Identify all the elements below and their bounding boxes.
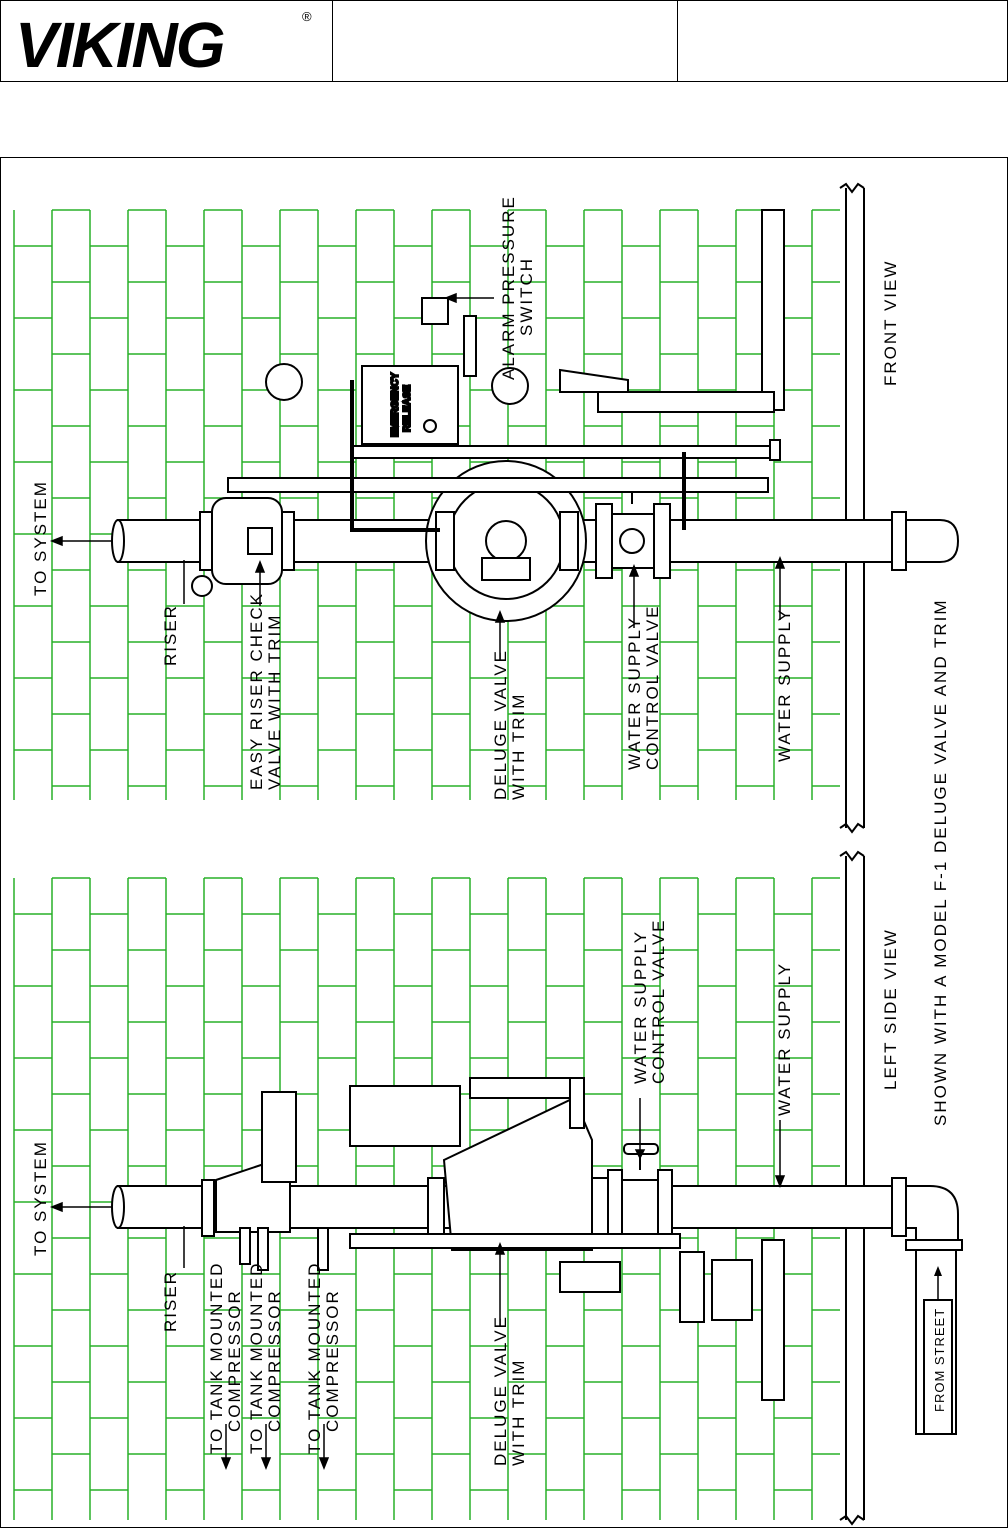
compressor-c-label-2: COMPRESSOR: [323, 1289, 342, 1432]
left-water-supply-label: WATER SUPPLY: [775, 962, 794, 1116]
alarm-pressure-label-1: ALARM PRESSURE: [499, 195, 518, 380]
left-water-supply-control-valve: [621, 1179, 659, 1235]
viking-logo: VIKING ®: [1, 1, 333, 81]
viking-logo-graphic: VIKING ®: [15, 9, 312, 81]
header-blank-panel: [332, 1, 678, 81]
riser-diagram: EMERGENCY RELEASE: [13, 182, 963, 1526]
label-arrows: [49, 292, 786, 1471]
compressor-b-label-1: TO TANK MOUNTED: [247, 1262, 266, 1454]
front-to-system-label: TO SYSTEM: [31, 480, 50, 596]
compressor-a-label-2: COMPRESSOR: [225, 1289, 244, 1432]
floor-lines: [839, 182, 865, 1526]
front-water-supply-label: WATER SUPPLY: [775, 608, 794, 762]
emergency-release-label-2: RELEASE: [402, 384, 413, 432]
front-gauge-right: [491, 367, 529, 405]
front-riser-flange: [891, 511, 907, 571]
registered-mark: ®: [302, 9, 312, 24]
front-deluge-label-2: WITH TRIM: [509, 693, 528, 800]
front-view-title: FRONT VIEW: [881, 260, 900, 386]
front-riser-top: [111, 519, 125, 563]
front-easy-riser-label-2: VALVE WITH TRIM: [265, 614, 284, 790]
left-emergency-release: [349, 1085, 461, 1147]
front-wscv-label-1: WATER SUPPLY: [625, 616, 644, 770]
front-trim-line-2: [351, 445, 773, 459]
left-view-equipment: [111, 1077, 963, 1435]
left-deluge-label-2: WITH TRIM: [509, 1359, 528, 1466]
left-wscv-label-1: WATER SUPPLY: [631, 930, 650, 1084]
left-drain-pipe: [761, 1239, 785, 1401]
left-riser-label: RISER: [161, 1270, 180, 1332]
front-view-equipment: EMERGENCY RELEASE: [111, 209, 960, 622]
water-drop-icon: [261, 35, 278, 61]
front-trim-line-1: [227, 477, 769, 493]
emergency-release-box: [361, 365, 459, 445]
left-to-system-label: TO SYSTEM: [31, 1140, 50, 1256]
from-street-label: FROM STREET: [932, 1308, 947, 1412]
front-riser-label: RISER: [161, 604, 180, 666]
alarm-pressure-switch: [421, 297, 449, 325]
left-view-title: LEFT SIDE VIEW: [881, 928, 900, 1090]
front-drain-pipe: [761, 209, 785, 411]
front-gauge-left: [265, 363, 303, 401]
compressor-b-label-2: COMPRESSOR: [265, 1289, 284, 1432]
diagram-caption: SHOWN WITH A MODEL F-1 DELUGE VALVE AND …: [931, 598, 950, 1126]
compressor-c-label-1: TO TANK MOUNTED: [305, 1262, 324, 1454]
left-riser-elbow: [905, 1185, 959, 1247]
front-easy-riser-label-1: EASY RISER CHECK: [247, 592, 266, 790]
left-wscv-label-2: CONTROL VALVE: [649, 919, 668, 1085]
front-riser-elbow: [905, 519, 960, 563]
page-header: VIKING ®: [0, 0, 1008, 82]
from-street-box: [923, 1299, 953, 1435]
front-view-labels: TO SYSTEM RISER EASY RISER CHECK VALVE W…: [31, 195, 900, 800]
alarm-pressure-label-2: SWITCH: [517, 257, 536, 336]
left-deluge-label-1: DELUGE VALVE: [491, 1315, 510, 1466]
riser-gauge: [191, 575, 213, 597]
compressor-a-label-1: TO TANK MOUNTED: [207, 1262, 226, 1454]
logo-wordmark: VIKING: [15, 9, 224, 81]
front-deluge-label-1: DELUGE VALVE: [491, 649, 510, 800]
emergency-release-label-1: EMERGENCY: [390, 372, 401, 437]
left-view-labels: TO SYSTEM RISER TO TANK MOUNTED COMPRESS…: [31, 919, 947, 1467]
front-wscv-label-2: CONTROL VALVE: [643, 605, 662, 771]
